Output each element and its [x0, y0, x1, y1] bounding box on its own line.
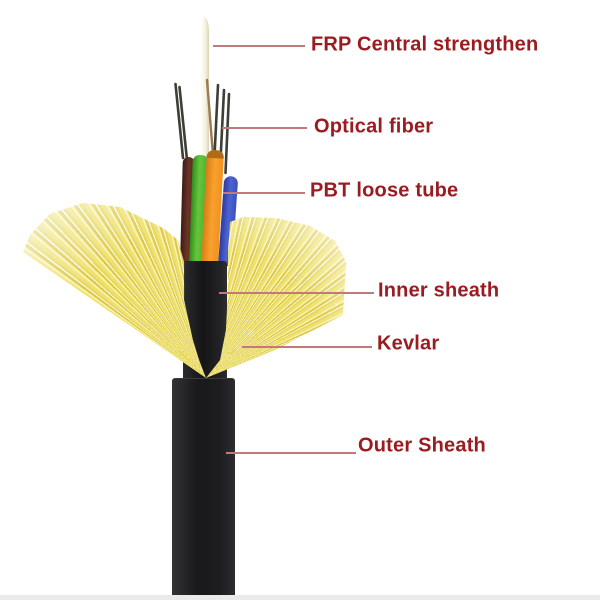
label-kevlar: Kevlar — [377, 332, 440, 355]
bottom-edge-strip — [0, 595, 600, 600]
leader-line-outer-sheath — [226, 452, 356, 454]
frp-central-strength-rod — [201, 17, 209, 213]
leader-line-inner-sheath — [219, 292, 374, 294]
label-optical-fiber: Optical fiber — [314, 115, 434, 138]
leader-line-kevlar — [242, 346, 372, 348]
label-inner-sheath: Inner sheath — [378, 279, 500, 302]
label-frp-central-strengthen: FRP Central strengthen — [311, 33, 539, 56]
label-outer-sheath: Outer Sheath — [358, 434, 486, 457]
label-pbt-loose-tube: PBT loose tube — [310, 179, 459, 202]
outer-sheath — [172, 378, 235, 597]
leader-line-optical-fiber — [222, 127, 307, 129]
leader-line-pbt-loose-tube — [223, 192, 305, 194]
leader-line-frp — [213, 45, 305, 47]
